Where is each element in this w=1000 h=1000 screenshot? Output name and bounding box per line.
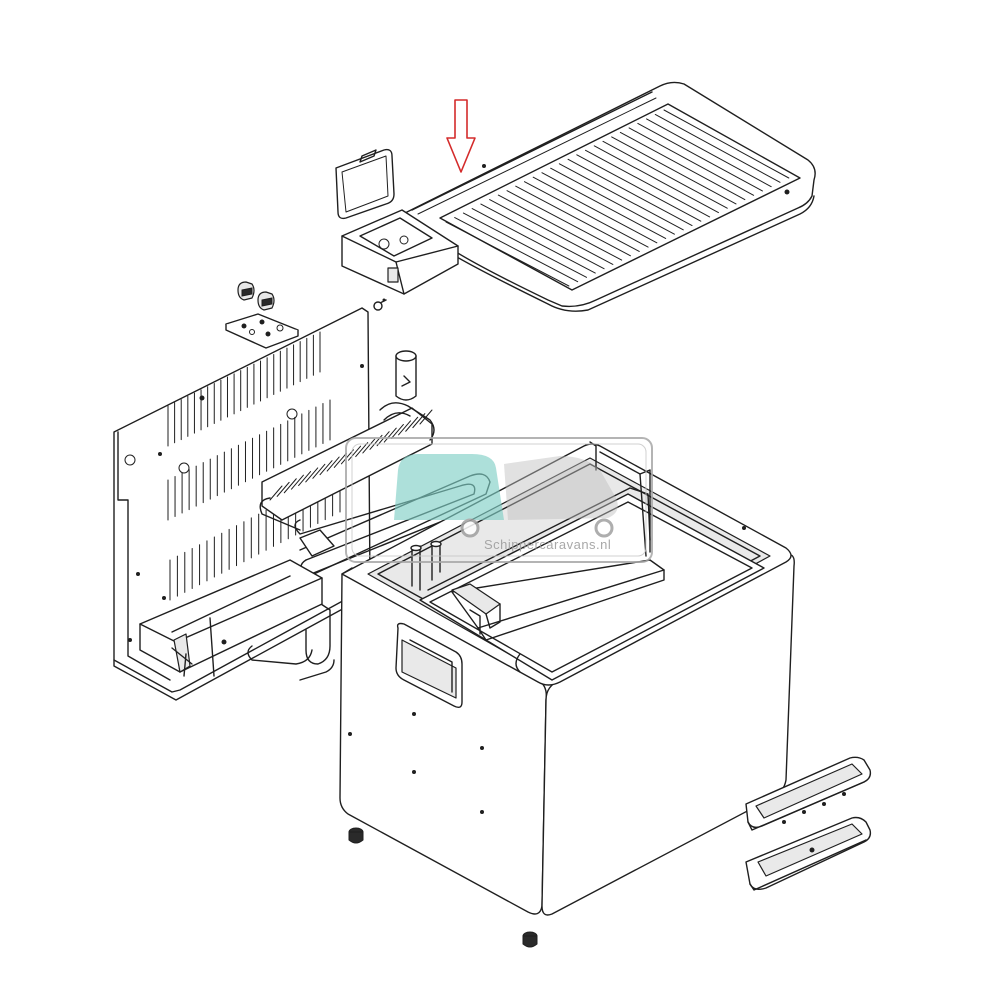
interior-tubes[interactable] — [410, 540, 442, 591]
watermark-text: Schippercaravans.nl — [484, 537, 611, 552]
inner-shelf[interactable] — [451, 559, 665, 641]
burner-tube[interactable] — [395, 350, 417, 401]
screw[interactable] — [373, 298, 387, 311]
handle-frame[interactable] — [745, 756, 872, 831]
hinge-plate[interactable] — [225, 313, 299, 349]
watermark: Schippercaravans.nl — [345, 437, 653, 563]
hinge-knobs[interactable] — [237, 281, 275, 311]
handle-cup[interactable] — [745, 816, 872, 891]
lid-assembly[interactable] — [402, 81, 816, 312]
burner-housing[interactable] — [139, 559, 323, 677]
highlight-arrow — [446, 99, 476, 173]
access-cover[interactable] — [335, 148, 395, 220]
cabinet-foot-right[interactable] — [522, 931, 538, 948]
control-box[interactable] — [341, 209, 459, 295]
cabinet-foot-left[interactable] — [348, 827, 364, 844]
